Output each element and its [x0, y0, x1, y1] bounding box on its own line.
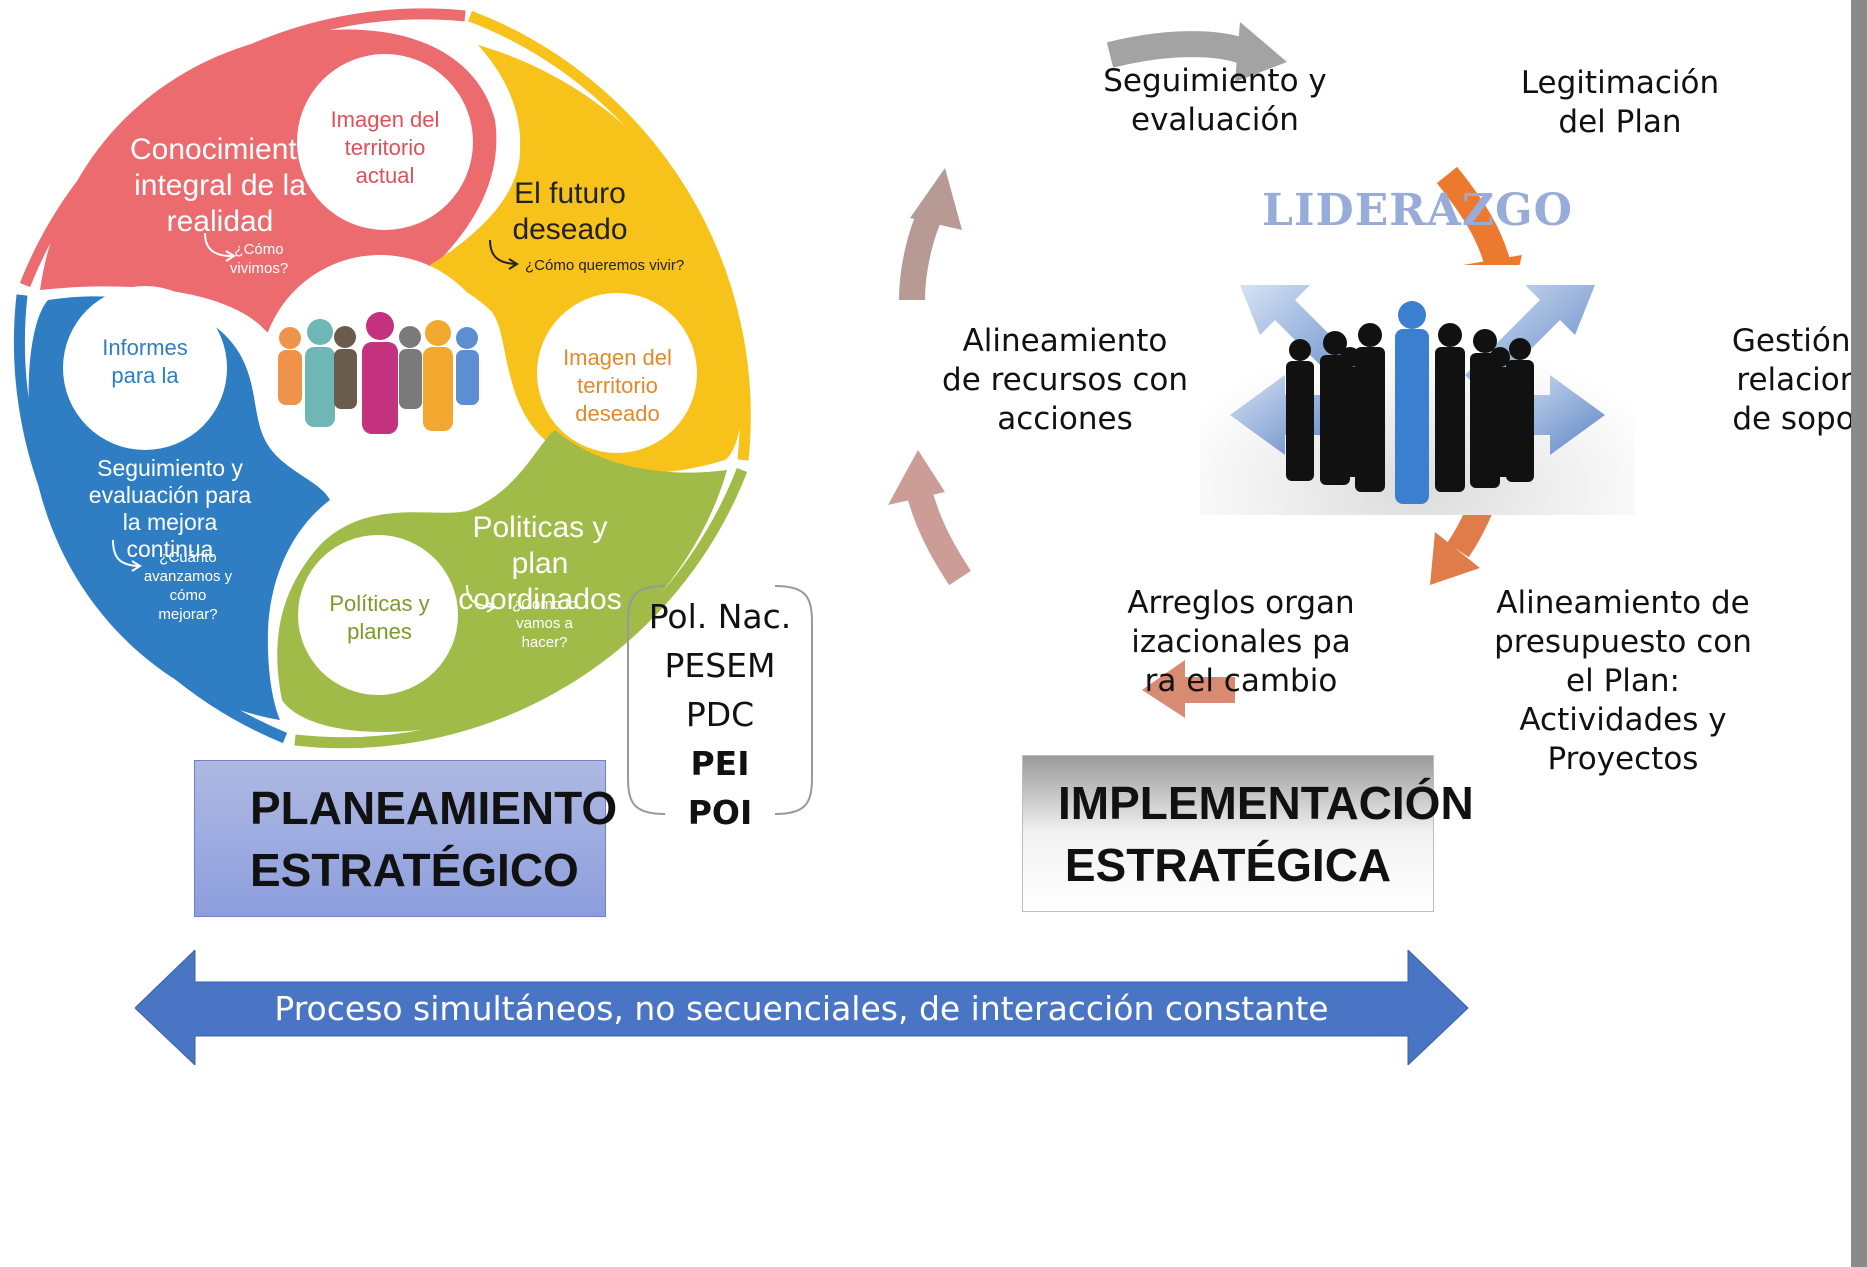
- cycle-node-gestion: Gestión de relaciones de soporte: [1713, 322, 1851, 442]
- policy-item: PEI: [690, 744, 750, 783]
- people-group-icon: [278, 312, 479, 434]
- cycle-node-presupuesto: Alineamiento de presupuesto con el Plan:…: [1494, 585, 1752, 777]
- inner-red-label: Imagen del territorio actual: [330, 107, 440, 188]
- planning-box: PLANEAMIENTO ESTRATÉGICO: [194, 760, 618, 917]
- inner-blue-label: Informes para la mejora continua: [102, 335, 188, 394]
- inner-circle-red: [297, 54, 473, 230]
- curved-arrow-icon: [204, 232, 233, 257]
- cycle-arrow-icon: [899, 168, 962, 301]
- petal-yellow-title: El futuro deseado: [512, 177, 628, 246]
- cycle-node-legitimacion: Legitimación del Plan: [1520, 65, 1720, 140]
- leadership-title: LIDERAZGO: [1262, 185, 1573, 236]
- planning-box-label: PLANEAMIENTO ESTRATÉGICO: [250, 781, 618, 896]
- curved-arrow-icon: [489, 239, 516, 265]
- curved-arrow-icon: [466, 584, 494, 608]
- policy-item: Pol. Nac.: [648, 597, 792, 636]
- cycle-node-gestion-text: Gestión de relaciones de soporte: [1731, 323, 1851, 437]
- petal-green-question: ¿Cómo lo vamos a hacer?: [511, 596, 578, 651]
- leadership-image: LIDERAZGO: [1200, 185, 1635, 515]
- planning-circle-diagram: [13, 8, 751, 749]
- inner-circle-yellow: [537, 293, 697, 453]
- cycle-node-seguimiento: Seguimiento y evaluación: [1103, 63, 1327, 138]
- policy-list: Pol. Nac. PESEM PDC PEI POI: [640, 592, 800, 837]
- policy-item: PESEM: [664, 646, 776, 685]
- policy-bracket: [627, 585, 813, 815]
- petal-blue-title: Seguimiento y evaluación para la mejora …: [88, 455, 252, 562]
- cycle-node-alineamiento-recursos: Alineamiento de recursos con acciones: [942, 323, 1188, 437]
- petal-yellow-question: ¿Cómo queremos vivir?: [525, 257, 685, 274]
- implementation-box-label: IMPLEMENTACIÓN ESTRATÉGICA: [1058, 776, 1474, 891]
- inner-circle-blue: [63, 286, 227, 450]
- policy-item: PDC: [685, 695, 755, 734]
- cycle-node-arreglos: Arreglos organizacionales para el cambio: [1127, 585, 1355, 699]
- petal-red-title: Conocimiento integral de la realidad: [130, 133, 314, 238]
- outer-ring-green: [294, 468, 748, 749]
- inner-yellow-label: Imagen del territorio deseado: [563, 345, 672, 426]
- right-edge-bar: [1851, 0, 1867, 1267]
- bottom-arrow-label: Proceso simultáneos, no secuenciales, de…: [274, 989, 1329, 1028]
- bottom-double-arrow: [135, 950, 1469, 1065]
- cycle-arrow-icon: [1142, 660, 1235, 718]
- curved-arrow-icon: [112, 539, 139, 567]
- petal-red-question: ¿Cómo vivimos?: [229, 241, 289, 277]
- cycle-arrow-icon: [1106, 22, 1287, 82]
- implementation-box: IMPLEMENTACIÓN ESTRATÉGICA: [1022, 755, 1474, 912]
- cycle-arrow-icon: [888, 450, 971, 586]
- policy-item: POI: [687, 793, 753, 832]
- inner-circle-green: [298, 535, 458, 695]
- business-people-icon: [1200, 265, 1635, 515]
- inner-green-label: Políticas y planes: [329, 591, 430, 644]
- petal-blue-question: ¿Cuánto avanzamos y cómo mejorar?: [143, 549, 233, 623]
- petal-green-title: Politicas y plan coordinados: [458, 511, 622, 616]
